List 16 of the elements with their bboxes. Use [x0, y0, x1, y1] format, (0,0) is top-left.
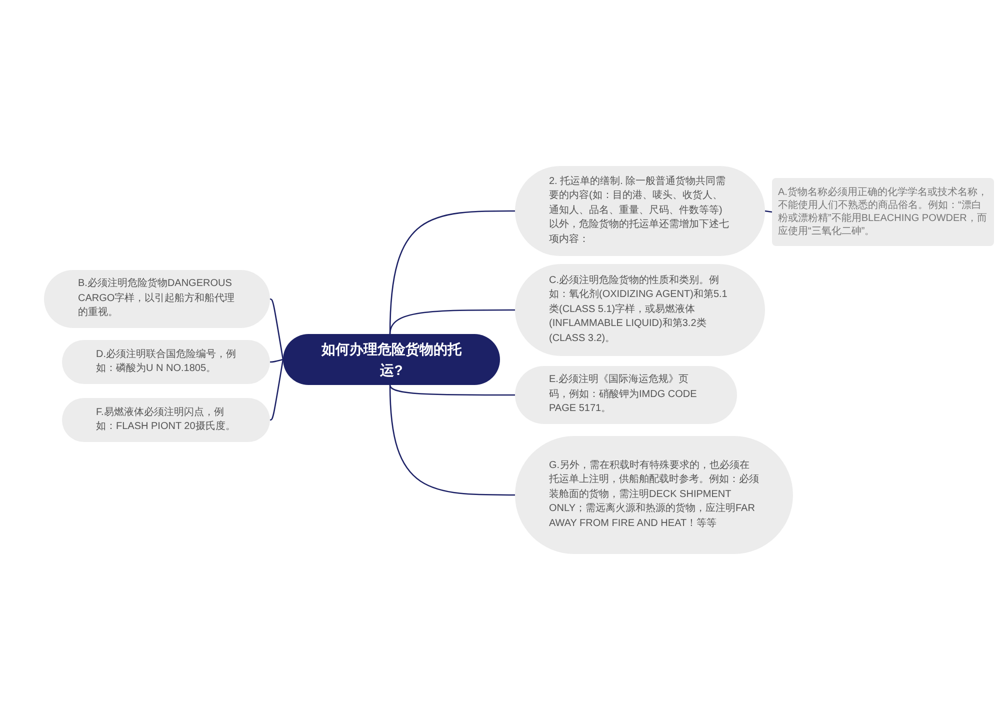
connector-line — [764, 210, 772, 213]
central-topic: 如何办理危险货物的托运? — [283, 334, 500, 385]
connector-line — [389, 384, 515, 396]
connector-line — [270, 359, 284, 421]
topic-bubble: B.必须注明危险货物DANGEROUS CARGO字样，以引起船方和船代理的重视。 — [44, 270, 270, 328]
connector-line — [270, 358, 284, 363]
topic-bubble: C.必须注明危险货物的性质和类别。例如：氧化剂(OXIDIZING AGENT)和第5.1类(CLASS 5.1)字样，或易燃液体(INFLAMMABLE LIQUID)和第3.2类(CLASS 3.2)。 — [515, 264, 765, 356]
connector-line — [389, 384, 515, 496]
connector-line — [270, 298, 284, 360]
topic-bubble: F.易燃液体必须注明闪点，例如：FLASH PIONT 20摄氏度。 — [62, 398, 270, 442]
topic-bubble: E.必须注明《国际海运危规》页码，例如：硝酸钾为IMDG CODE PAGE 5171。 — [515, 366, 737, 424]
topic-bubble: D.必须注明联合国危险编号，例如：磷酸为U N NO.1805。 — [62, 340, 270, 384]
topic-bubble: G.另外，需在积载时有特殊要求的，也必须在托运单上注明，供船舶配载时参考。例如：必须装舱面的货物，需注明DECK SHIPMENT ONLY；需远离火源和热源的货物，应注明FAR AWAY FROM FIRE AND HEAT！等等 — [515, 436, 793, 554]
connector-line — [389, 309, 515, 334]
topic-bubble: A.货物名称必须用正确的化学学名或技术名称，不能使用人们不熟悉的商品俗名。例如：“漂白粉或漂粉精”不能用BLEACHING POWDER，而应使用“三氧化二砷”。 — [772, 178, 994, 246]
topic-bubble: 2. 托运单的缮制. 除一般普通货物共同需要的内容(如：目的港、唛头、收货人、通知人、品名、重量、尺码、件数等等)以外，危险货物的托运单还需增加下述七项内容： — [515, 166, 765, 256]
